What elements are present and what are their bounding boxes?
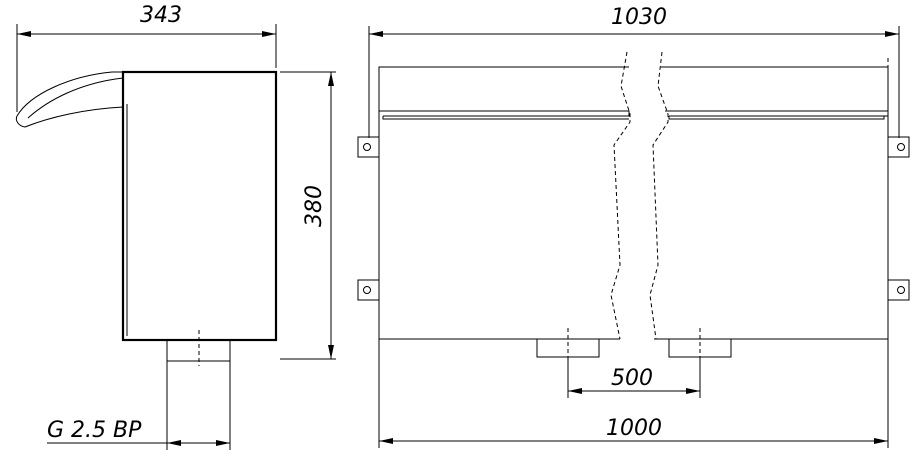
side-view: 343 380 G 2.5 BP (15, 3, 336, 450)
bolt-hole-icon (363, 143, 371, 151)
spout-inner-curve (27, 77, 124, 119)
front-outlet-right (668, 338, 732, 358)
side-body (121, 70, 278, 342)
bolt-hole-icon (897, 286, 905, 294)
mount-tab-top-left (357, 136, 380, 158)
break-line-right (649, 51, 669, 340)
front-overall-width-label: 1030 (611, 5, 667, 30)
mount-tab-bottom-left (357, 279, 380, 301)
front-body-width-label: 1000 (606, 416, 662, 441)
side-height-label: 380 (302, 185, 327, 227)
bolt-hole-icon (897, 143, 905, 151)
mount-tab-bottom-right (887, 279, 910, 301)
mount-tab-top-right (887, 136, 910, 158)
side-outlet-pipe (166, 339, 231, 362)
side-width-label: 343 (140, 3, 182, 28)
front-rim (379, 110, 889, 120)
spout-outline (15, 71, 124, 128)
front-body-left-half (378, 66, 629, 340)
front-outlet-left (536, 338, 600, 358)
outlet-spacing-label: 500 (611, 366, 653, 391)
thread-label: G 2.5 BP (47, 418, 142, 443)
front-body-right-half (654, 66, 889, 340)
bolt-hole-icon (363, 286, 371, 294)
break-line-left (610, 51, 631, 340)
front-view: 1030 500 1000 (357, 5, 910, 448)
